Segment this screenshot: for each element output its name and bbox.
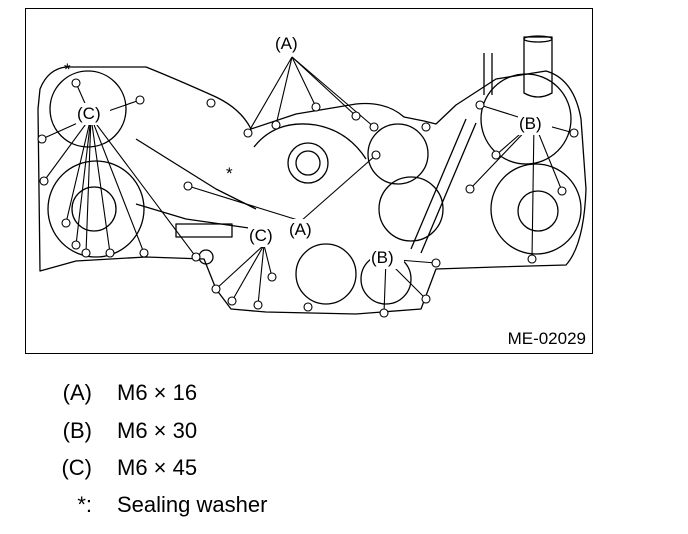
- bolt-heads: [37, 78, 579, 318]
- legend-value: M6 × 30: [117, 418, 198, 443]
- legend-value: M6 × 16: [117, 380, 198, 405]
- callout-b-right: (B): [519, 114, 542, 133]
- callout-c-left: (C): [77, 104, 101, 123]
- legend-key: (C): [61, 455, 92, 480]
- left-lower-pulley: [47, 160, 145, 258]
- timing-cover-drawing: (A) (A) (B) (B) (C) (C) * *: [37, 33, 587, 318]
- legend-value: M6 × 45: [117, 455, 198, 480]
- callout-a-middle: (A): [289, 220, 312, 239]
- legend-key: *:: [77, 492, 92, 517]
- idler-pulley: [367, 123, 429, 185]
- legend-key: (A): [62, 380, 92, 405]
- legend-value: Sealing washer: [117, 492, 268, 517]
- crank-sprocket: [287, 142, 329, 184]
- callout-a-top: (A): [275, 34, 298, 53]
- right-lower-pulley: [490, 163, 582, 255]
- callout-c-lower: (C): [249, 226, 273, 245]
- figure-id: ME-02029: [507, 329, 586, 348]
- washer-mark-left: *: [64, 60, 71, 79]
- center-lower-pulley: [295, 243, 357, 305]
- callout-labels: (A) (A) (B) (B) (C) (C) * *: [64, 33, 552, 269]
- callout-b-lower: (B): [371, 248, 394, 267]
- leader-lines: [41, 56, 575, 314]
- right-upper-pulley: [480, 73, 572, 165]
- right-tube: [523, 36, 553, 98]
- timing-belt-cover-diagram: (A) (A) (B) (B) (C) (C) * * ME-02029: [25, 8, 593, 354]
- left-cover-outline: [37, 66, 587, 315]
- washer-mark-center: *: [226, 164, 233, 183]
- legend-key: (B): [62, 418, 92, 443]
